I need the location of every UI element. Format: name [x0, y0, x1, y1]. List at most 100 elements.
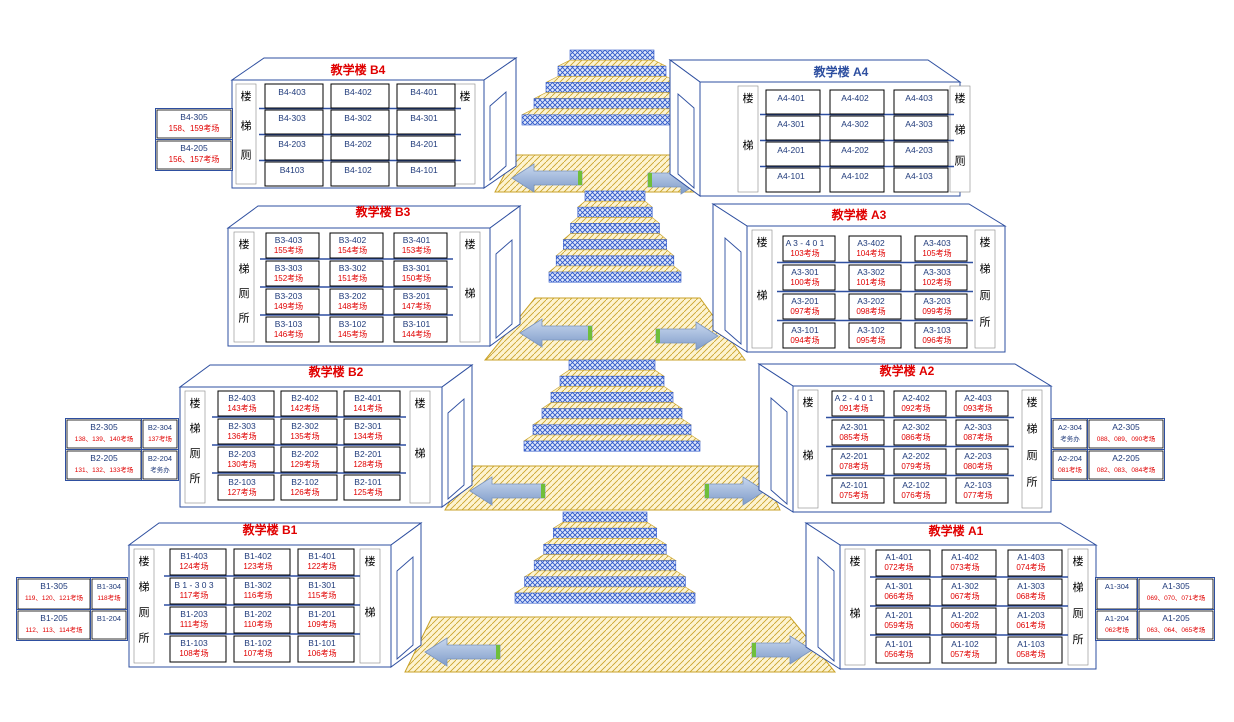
room-a4-401[interactable]: A4-401: [765, 89, 821, 115]
room-b4-102[interactable]: B4-102: [330, 161, 390, 187]
room-b4-202[interactable]: B4-202: [330, 135, 390, 161]
room-b4-101[interactable]: B4-101: [396, 161, 456, 187]
room-a4-101[interactable]: A4-101: [765, 167, 821, 193]
room-b4-203[interactable]: B4-203: [264, 135, 324, 161]
room-a4-303[interactable]: A4-303: [893, 115, 949, 141]
room-a4-203[interactable]: A4-203: [893, 141, 949, 167]
room-a4-301[interactable]: A4-301: [765, 115, 821, 141]
room-a4-302[interactable]: A4-302: [829, 115, 885, 141]
room-b4-201[interactable]: B4-201: [396, 135, 456, 161]
room-b4-402[interactable]: B4-402: [330, 83, 390, 109]
annex-b1-204[interactable]: B1-204: [90, 609, 128, 641]
room-b4-303[interactable]: B4-303: [264, 109, 324, 135]
room-b4-401[interactable]: B4-401: [396, 83, 456, 109]
room-a4-403[interactable]: A4-403: [893, 89, 949, 115]
room-b4103[interactable]: B4103: [264, 161, 324, 187]
room-b4-302[interactable]: B4-302: [330, 109, 390, 135]
room-a4-201[interactable]: A4-201: [765, 141, 821, 167]
annex-a1-304[interactable]: A1-304: [1095, 577, 1139, 611]
room-b4-301[interactable]: B4-301: [396, 109, 456, 135]
